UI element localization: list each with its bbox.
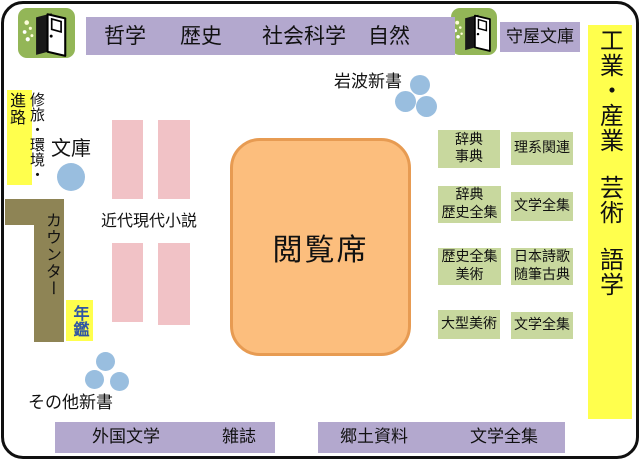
shelf-label-nature: 自然 — [368, 24, 410, 48]
shelf-label-social-science: 社会科学 — [262, 24, 346, 48]
shelf-science-related: 理系関連 — [511, 132, 573, 165]
table-circle — [410, 75, 430, 95]
bottom-left-shelf: 外国文学 雑誌 — [55, 422, 275, 453]
shelf-label-iwanami-shinsho: 岩波新書 — [334, 72, 402, 92]
table-circle — [416, 96, 437, 117]
fiction-shelf-block — [112, 120, 143, 199]
table-circle — [57, 163, 85, 191]
shelf-label-art: 芸術 — [595, 175, 624, 225]
shelf-label-bunko: 文庫 — [51, 136, 91, 160]
reading-seats-area: 閲覧席 — [230, 138, 411, 356]
counter-desk-vertical — [34, 199, 64, 342]
bottom-right-shelf: 郷土資料 文学全集 — [318, 422, 565, 453]
shelf-label-shinro: 進路 — [7, 92, 26, 126]
shelf-label-philosophy: 哲学 — [104, 24, 146, 48]
shelf-label-history: 歴史 — [180, 24, 222, 48]
shelf-label-literature-collection: 文学全集 — [470, 427, 538, 447]
table-circle — [96, 352, 115, 371]
shelf-label-industry: 工業・産業 — [595, 28, 624, 153]
entrance-door-icon — [18, 8, 75, 58]
shelf-large-art-books: 大型美術 — [438, 310, 500, 339]
reading-seats-label: 閲覧席 — [272, 233, 369, 268]
table-circle — [395, 91, 416, 112]
fiction-shelf-block — [158, 243, 190, 325]
shelf-label-language: 語学 — [595, 247, 624, 297]
shelf-label-nenkan: 年鑑 — [70, 304, 90, 337]
open-door-icon — [22, 13, 67, 57]
table-circle — [110, 372, 129, 391]
shelf-dictionaries: 辞典 事典 — [438, 130, 500, 168]
open-door-icon — [453, 14, 491, 52]
shelf-moriya-bunko: 守屋文庫 — [500, 22, 580, 52]
top-wall-shelf: 哲学 歴史 社会科学 自然 — [86, 17, 455, 55]
shelf-poetry-classics: 日本詩歌 随筆古典 — [511, 248, 573, 285]
shelf-label-magazines: 雑誌 — [222, 427, 256, 447]
entrance-door-icon — [451, 8, 497, 55]
shelf-history-art: 歴史全集 美術 — [438, 248, 501, 285]
shelf-nenkan: 年鑑 — [66, 300, 93, 341]
table-circle — [85, 370, 104, 389]
shelf-label-local-materials: 郷土資料 — [340, 427, 408, 447]
fiction-shelf-block — [158, 120, 190, 199]
shelf-literature-collection: 文学全集 — [511, 192, 573, 221]
shelf-label-trip-environment: 修旅・環境・ — [28, 92, 46, 182]
shelf-label-foreign-literature: 外国文学 — [92, 427, 160, 447]
fiction-shelf-block — [112, 243, 143, 322]
shelf-label-modern-fiction: 近代現代小説 — [101, 211, 198, 230]
shelf-label-other-shinsho: その他新書 — [28, 393, 113, 413]
shinro-shelf-band — [7, 90, 32, 185]
shelf-dictionary-history-collection: 辞典 歴史全集 — [438, 186, 501, 223]
shelf-literature-collection: 文学全集 — [511, 312, 573, 339]
counter-label: カウンター — [43, 212, 62, 297]
right-wall-shelf: 工業・産業 芸術 語学 — [588, 25, 632, 419]
